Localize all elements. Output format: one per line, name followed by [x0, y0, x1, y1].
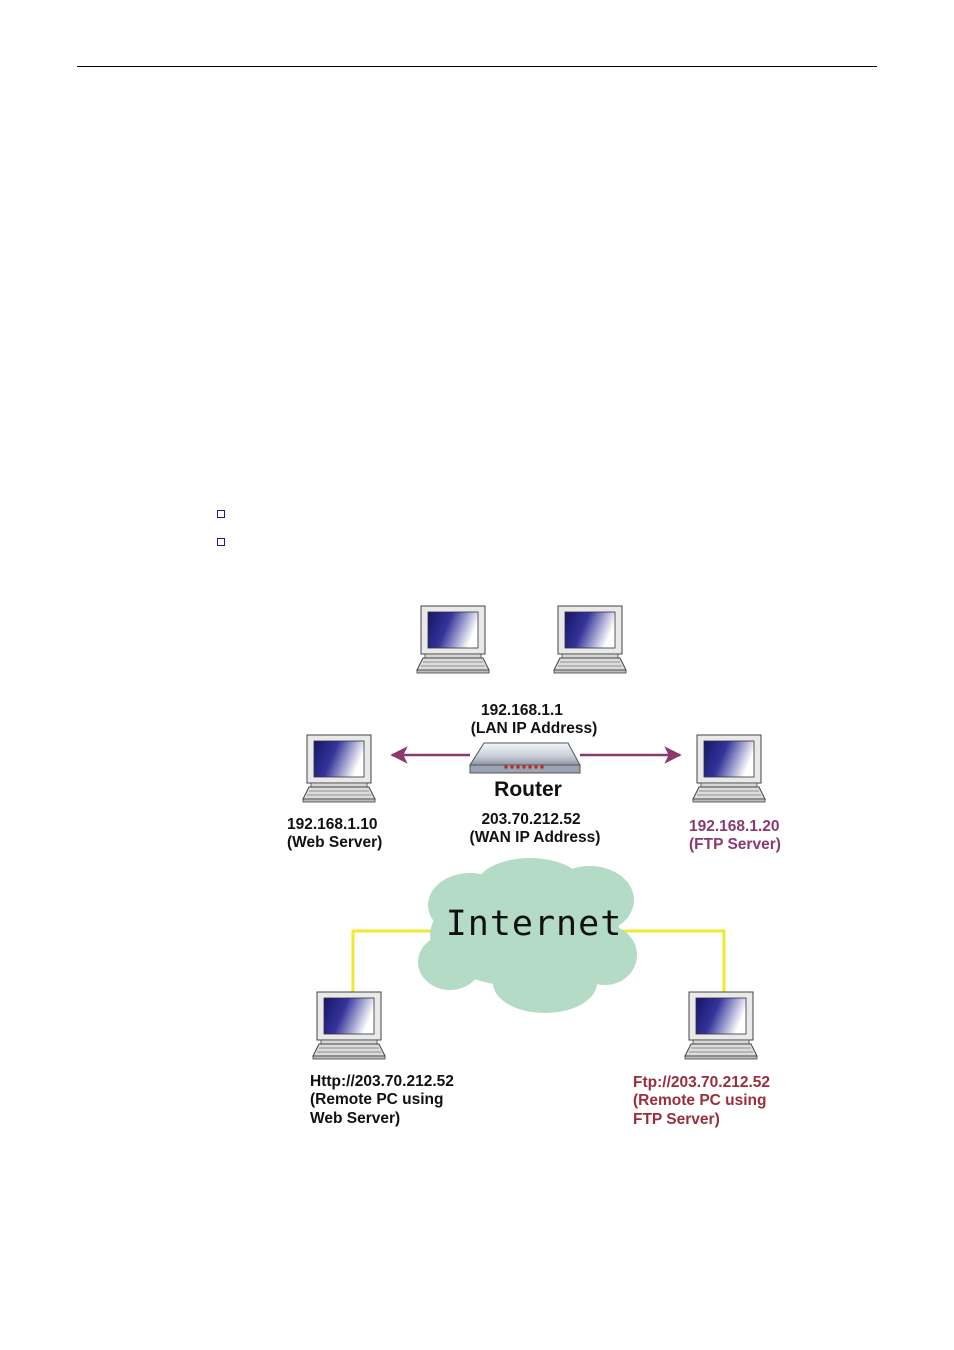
- router-icon: [469, 742, 581, 774]
- square-bullet-icon: [217, 510, 225, 518]
- laptop-icon: [416, 605, 490, 674]
- ftp-server-caption: (FTP Server): [689, 836, 781, 853]
- router-lan-ip-caption: (LAN IP Address): [471, 720, 598, 737]
- remote-web-caption-1: (Remote PC using: [310, 1091, 443, 1108]
- remote-web-url: Http://203.70.212.52: [310, 1073, 454, 1090]
- ftp-server-ip: 192.168.1.20: [689, 818, 780, 835]
- router-name: Router: [494, 778, 562, 801]
- laptop-icon: [684, 991, 758, 1060]
- router-wan-ip: 203.70.212.52: [481, 811, 580, 828]
- laptop-icon: [302, 734, 376, 803]
- web-server-caption: (Web Server): [287, 834, 382, 851]
- remote-ftp-caption-2: FTP Server): [633, 1111, 720, 1128]
- router-wan-ip-caption: (WAN IP Address): [470, 829, 601, 846]
- laptop-icon: [312, 991, 386, 1060]
- cloud-icon: [418, 858, 637, 1013]
- internet-label: Internet: [446, 904, 623, 944]
- remote-ftp-caption-1: (Remote PC using: [633, 1092, 766, 1109]
- internet-link-right: [620, 929, 726, 994]
- router-lan-ip: 192.168.1.1: [481, 702, 563, 719]
- remote-ftp-url: Ftp://203.70.212.52: [633, 1074, 770, 1091]
- header-rule: [77, 66, 877, 67]
- square-bullet-icon: [217, 538, 225, 546]
- laptop-icon: [553, 605, 627, 674]
- web-server-ip: 192.168.1.10: [287, 816, 378, 833]
- laptop-icon: [692, 734, 766, 803]
- remote-web-caption-2: Web Server): [310, 1110, 400, 1127]
- internet-link-left: [351, 929, 448, 994]
